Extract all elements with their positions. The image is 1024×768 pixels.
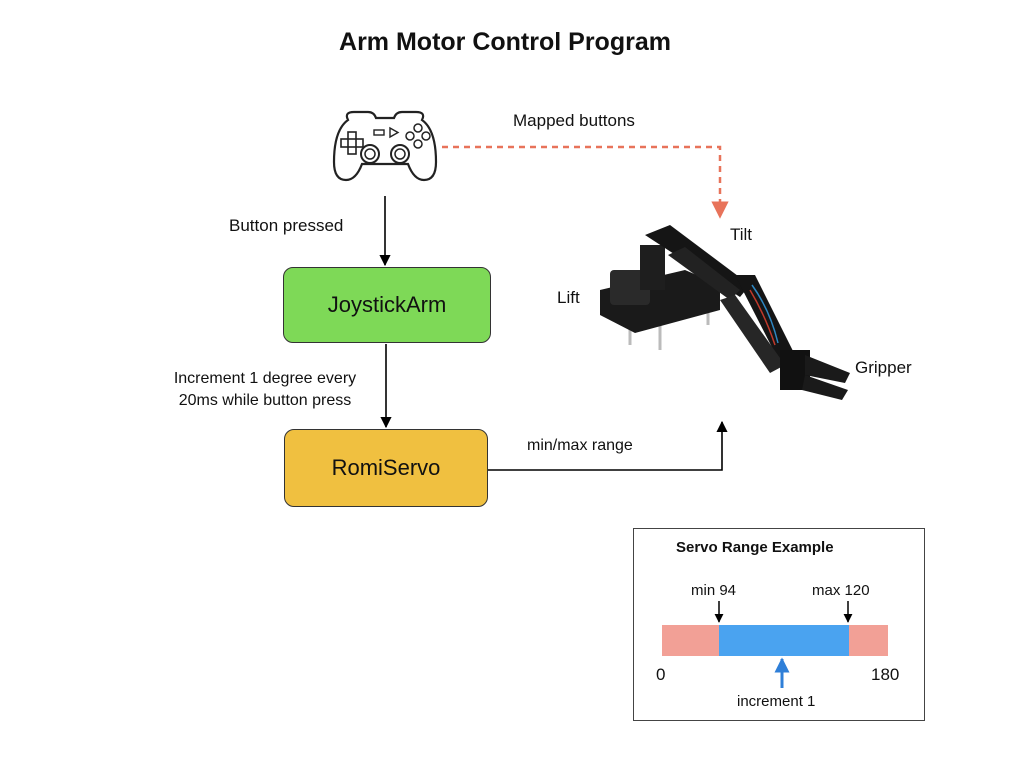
range-segment-below-min: [662, 625, 719, 656]
range-end-label: 180: [871, 665, 900, 684]
gamepad-icon: [332, 110, 438, 182]
mapped-buttons-label: Mapped buttons: [513, 111, 635, 130]
arrow-mapped-buttons: [442, 145, 729, 219]
romiservo-box: RomiServo: [284, 429, 488, 507]
range-segment-active: [719, 625, 849, 656]
max-label: max 120: [812, 582, 870, 599]
tilt-label: Tilt: [730, 225, 753, 244]
min-label: min 94: [691, 582, 737, 599]
legend-title: Servo Range Example: [676, 539, 834, 556]
joystickarm-box: JoystickArm: [283, 267, 491, 343]
arrow-romiservo-to-arm: [488, 420, 728, 471]
servo-range-legend: [633, 528, 925, 721]
range-zero-label: 0: [656, 665, 666, 684]
gripper-label: Gripper: [855, 358, 912, 377]
increment-note-line1: Increment 1 degree every: [173, 370, 357, 387]
joystickarm-label: JoystickArm: [327, 292, 447, 317]
button-pressed-label: Button pressed: [229, 216, 344, 235]
diagram-title: Arm Motor Control Program: [339, 28, 671, 56]
romiservo-label: RomiServo: [331, 455, 441, 480]
increment-note: Increment 1 degree every 20ms while butt…: [130, 368, 400, 412]
increment-note-line2: 20ms while button press: [178, 392, 352, 409]
lift-label: Lift: [557, 288, 580, 307]
increment-label: increment 1: [737, 693, 816, 710]
robot-arm-image: [600, 225, 850, 400]
range-segment-above-max: [849, 625, 888, 656]
min-max-range-label: min/max range: [527, 437, 633, 454]
